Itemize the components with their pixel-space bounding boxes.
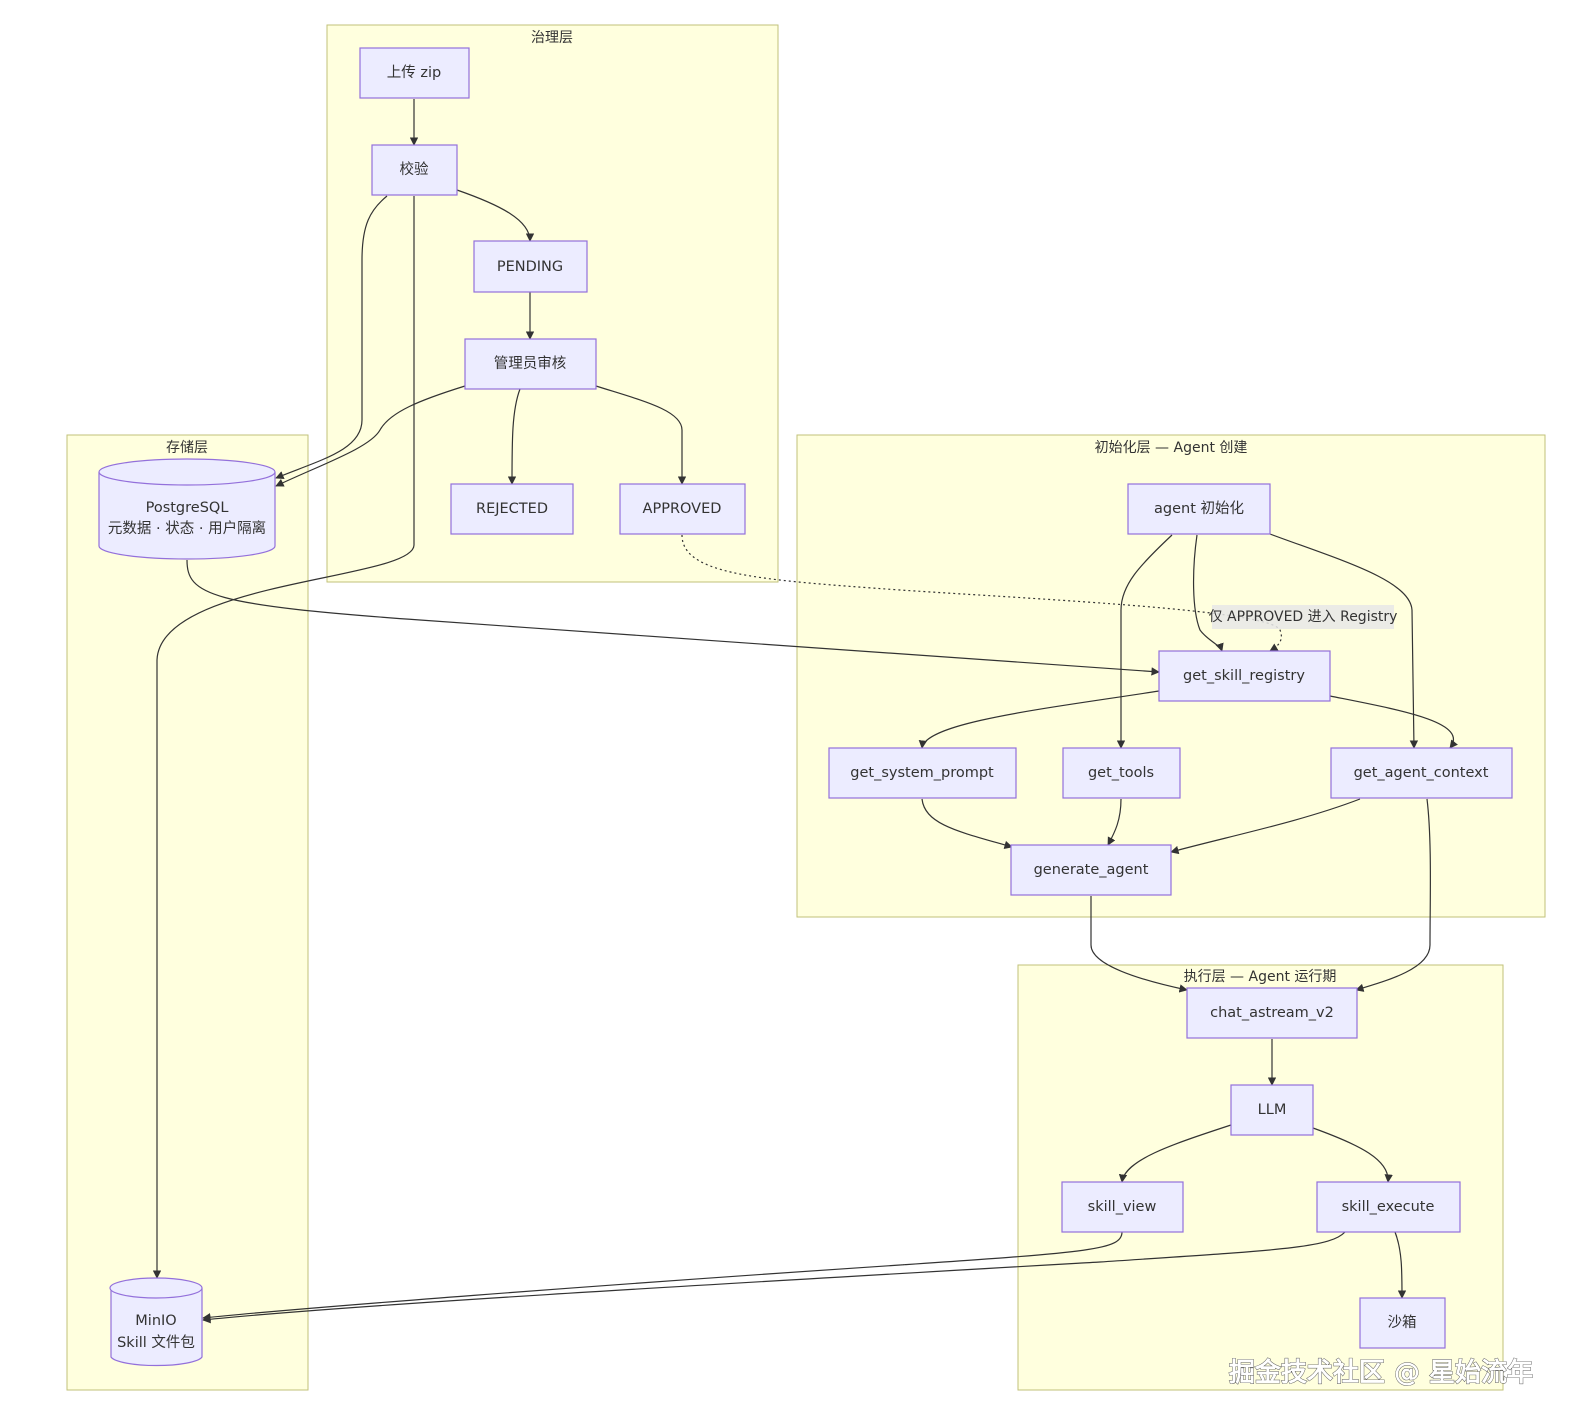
node-minio-label-1: MinIO: [135, 1313, 176, 1329]
node-approved[interactable]: APPROVED: [619, 483, 746, 535]
node-upload-zip[interactable]: 上传 zip: [359, 47, 470, 99]
node-pending-label: PENDING: [497, 259, 563, 275]
edge-context-chat: [1355, 798, 1431, 992]
node-generate-agent-label: generate_agent: [1034, 862, 1149, 878]
node-chat-astream-label: chat_astream_v2: [1210, 1005, 1334, 1021]
edge-llm-skillview: [1118, 1124, 1232, 1183]
edge-registry-prompt: [918, 690, 1160, 749]
node-skill-view[interactable]: skill_view: [1061, 1181, 1184, 1233]
edge-validate-pending: [456, 189, 535, 242]
subgraph-init-title: 初始化层 — Agent 创建: [1095, 439, 1248, 456]
node-get-system-prompt[interactable]: get_system_prompt: [828, 747, 1017, 799]
edge-agentinit-tools: [1116, 534, 1173, 749]
node-rejected[interactable]: REJECTED: [450, 483, 574, 535]
edge-agentinit-registry: [1192, 534, 1224, 652]
node-postgresql[interactable]: PostgreSQL 元数据 · 状态 · 用户隔离: [98, 458, 276, 560]
node-upload-zip-label: 上传 zip: [387, 64, 441, 81]
edge-tools-generate: [1107, 798, 1122, 846]
node-validate-label: 校验: [400, 161, 429, 178]
edge-review-approved: [595, 385, 687, 485]
edge-skillexecute-minio: [202, 1231, 1346, 1324]
node-rejected-label: REJECTED: [476, 501, 548, 517]
node-minio[interactable]: MinIO Skill 文件包: [109, 1277, 203, 1367]
edge-generate-chat: [1090, 896, 1188, 993]
node-get-agent-context[interactable]: get_agent_context: [1330, 747, 1513, 799]
edge-validate-postgres: [275, 195, 388, 480]
node-get-agent-context-label: get_agent_context: [1354, 765, 1489, 781]
node-postgresql-label-2: 元数据 · 状态 · 用户隔离: [108, 520, 266, 537]
edges: [152, 99, 1458, 1324]
node-approved-label: APPROVED: [643, 501, 722, 517]
node-get-skill-registry-label: get_skill_registry: [1183, 668, 1305, 684]
edge-postgres-registry: [186, 559, 1160, 676]
node-admin-review-label: 管理员审核: [494, 355, 567, 372]
node-get-system-prompt-label: get_system_prompt: [850, 765, 994, 781]
watermark: 掘金技术社区 @ 星始流年: [1229, 1357, 1533, 1388]
node-llm[interactable]: LLM: [1230, 1084, 1314, 1136]
node-pending[interactable]: PENDING: [473, 240, 588, 293]
edge-skillexecute-sandbox: [1394, 1231, 1407, 1299]
node-postgresql-label-1: PostgreSQL: [146, 500, 229, 516]
subgraph-exec-title: 执行层 — Agent 运行期: [1184, 969, 1337, 985]
node-chat-astream[interactable]: chat_astream_v2: [1186, 987, 1358, 1039]
node-generate-agent[interactable]: generate_agent: [1010, 844, 1172, 896]
edge-review-rejected: [507, 388, 521, 485]
node-agent-init-label: agent 初始化: [1154, 500, 1244, 517]
subgraph-governance-title: 治理层: [531, 30, 573, 46]
edge-agentinit-context: [1269, 533, 1419, 749]
edge-approved-registry: [681, 534, 1282, 652]
node-admin-review[interactable]: 管理员审核: [464, 338, 597, 390]
node-sandbox[interactable]: 沙箱: [1359, 1297, 1446, 1349]
subgraph-storage-title: 存储层: [166, 440, 208, 456]
node-sandbox-label: 沙箱: [1388, 1314, 1417, 1331]
subgraph-storage: 存储层: [66, 434, 309, 1391]
edge-label-text: 仅 APPROVED 进入 Registry: [1209, 609, 1398, 625]
node-get-tools-label: get_tools: [1088, 765, 1154, 781]
edge-context-generate: [1170, 798, 1361, 855]
node-skill-execute[interactable]: skill_execute: [1316, 1181, 1461, 1233]
edge-prompt-generate: [921, 798, 1013, 849]
node-get-tools[interactable]: get_tools: [1062, 747, 1181, 799]
node-agent-init[interactable]: agent 初始化: [1127, 483, 1271, 535]
node-skill-execute-label: skill_execute: [1342, 1199, 1435, 1215]
edge-review-postgres: [275, 385, 466, 487]
edge-llm-skillexecute: [1312, 1127, 1393, 1183]
node-minio-label-2: Skill 文件包: [117, 1334, 195, 1351]
edge-registry-context: [1329, 695, 1458, 749]
edge-label-approved-registry: 仅 APPROVED 进入 Registry: [1209, 605, 1398, 629]
edge-skillview-minio: [202, 1231, 1123, 1322]
edge-validate-minio: [152, 196, 415, 1279]
node-get-skill-registry[interactable]: get_skill_registry: [1158, 650, 1331, 702]
node-validate[interactable]: 校验: [371, 144, 458, 196]
node-skill-view-label: skill_view: [1088, 1199, 1157, 1215]
node-llm-label: LLM: [1258, 1102, 1287, 1118]
